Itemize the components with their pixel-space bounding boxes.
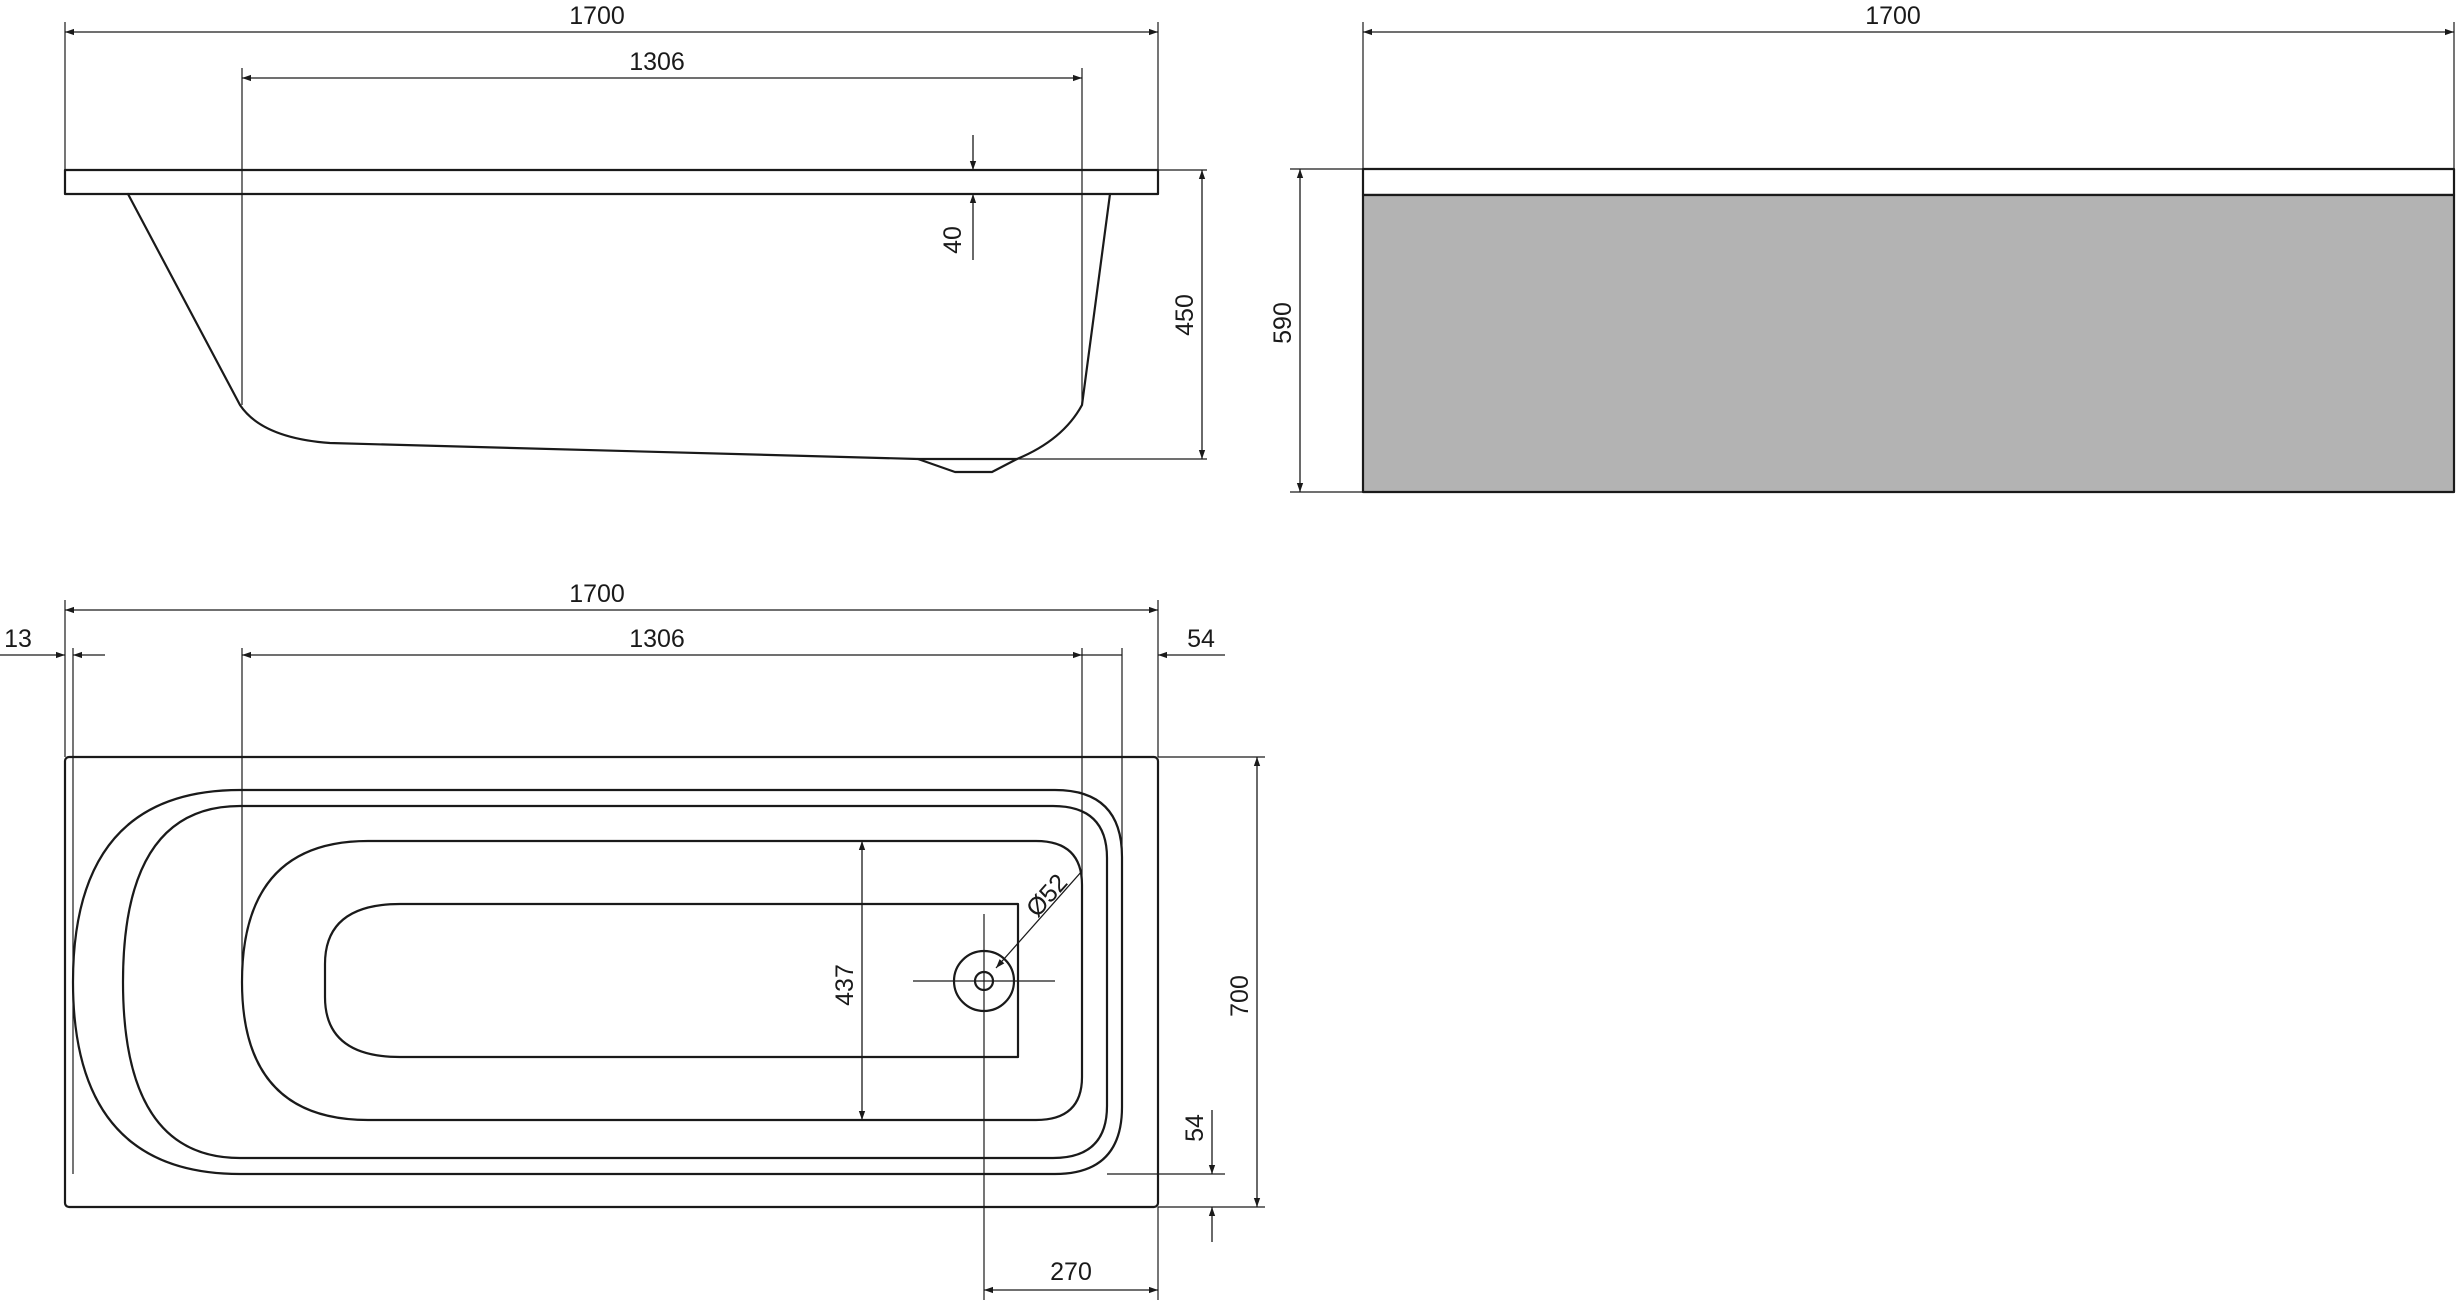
tub-body-profile bbox=[126, 192, 1112, 461]
dim-panel-length: 1700 bbox=[1865, 2, 1921, 30]
panel-rim bbox=[1361, 167, 2456, 197]
dim-drain-offset: 270 bbox=[1050, 1258, 1092, 1286]
tub-outline bbox=[63, 755, 1160, 1209]
dim-left-offset: 13 bbox=[4, 625, 32, 653]
dim-right-rim: 54 bbox=[1187, 625, 1215, 653]
drain-leader-line bbox=[995, 870, 1083, 969]
dim-top-inner-length: 1306 bbox=[629, 625, 685, 653]
dim-drain-diameter: Ø52 bbox=[1021, 869, 1073, 923]
top-view: 1700 1306 13 54 437 Ø52 700 54 270 bbox=[0, 580, 1265, 1300]
dim-top-overall-length: 1700 bbox=[569, 580, 625, 608]
front-panel bbox=[1361, 193, 2456, 494]
drain-foot bbox=[916, 457, 1019, 474]
inner-floor-panel bbox=[323, 902, 1020, 1059]
side-view: 1700 1306 40 450 bbox=[63, 2, 1207, 474]
tub-inner-edge bbox=[121, 804, 1109, 1160]
dim-overall-length: 1700 bbox=[569, 2, 625, 30]
dim-inner-width: 437 bbox=[831, 964, 859, 1006]
dim-bottom-rim: 54 bbox=[1181, 1114, 1209, 1142]
dim-overall-width: 700 bbox=[1226, 975, 1254, 1017]
dim-panel-height: 590 bbox=[1269, 302, 1297, 344]
dim-depth: 450 bbox=[1171, 294, 1199, 336]
tub-outer-edge bbox=[71, 788, 1124, 1176]
front-panel-view: 1700 590 bbox=[1269, 2, 2456, 494]
dim-rim-thickness: 40 bbox=[939, 226, 967, 254]
dim-inner-length: 1306 bbox=[629, 48, 685, 76]
tub-rim bbox=[63, 168, 1160, 196]
